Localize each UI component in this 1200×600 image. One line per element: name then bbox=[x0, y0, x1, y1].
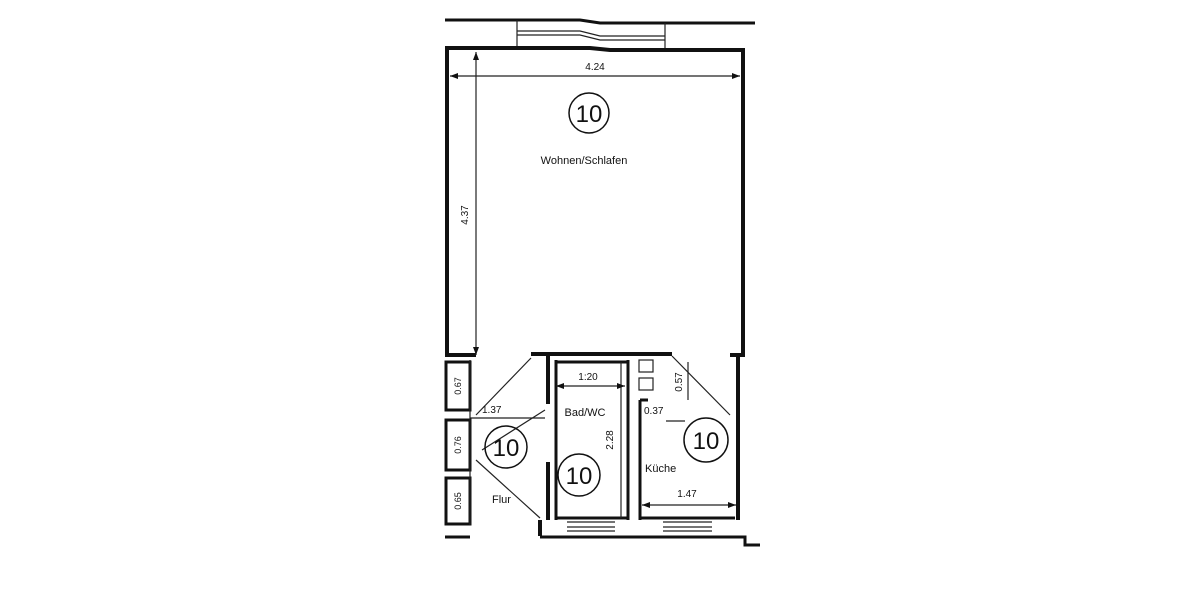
room-number-circle-living bbox=[568, 92, 610, 134]
dim-wall-a: 0.67 bbox=[453, 377, 463, 395]
room-number-circle-kitchen bbox=[683, 417, 729, 463]
room-number-kitchen: 10 bbox=[693, 428, 720, 455]
dim-kitchen-offset: 0.37 bbox=[644, 406, 664, 417]
room-number-bath: 10 bbox=[566, 463, 593, 490]
dim-wall-b: 0.76 bbox=[453, 436, 463, 454]
room-number-circle-bath bbox=[557, 453, 601, 497]
dim-living-depth: 4.37 bbox=[460, 205, 471, 225]
room-number-hall: 10 bbox=[493, 435, 520, 462]
room-label-living: Wohnen/Schlafen bbox=[541, 155, 628, 167]
room-number-circle-hall bbox=[484, 425, 528, 469]
dim-hall-width: 1.37 bbox=[482, 405, 502, 416]
dimension-lines bbox=[450, 52, 740, 525]
dim-bath-width: 1:20 bbox=[578, 372, 598, 383]
dim-wall-c: 0.65 bbox=[453, 492, 463, 510]
door-swings bbox=[475, 355, 731, 519]
dim-kitchen-width: 1.47 bbox=[677, 489, 697, 500]
room-label-kitchen: Küche bbox=[645, 463, 676, 475]
dim-bath-depth: 2.28 bbox=[605, 430, 616, 450]
room-number-living: 10 bbox=[576, 101, 603, 128]
room-label-hall: Flur bbox=[492, 494, 511, 506]
outer-walls bbox=[444, 18, 760, 547]
room-label-bath: Bad/WC bbox=[565, 407, 606, 419]
dim-living-width: 4.24 bbox=[585, 62, 605, 73]
dim-kitchen-depth: 0.57 bbox=[674, 372, 685, 392]
